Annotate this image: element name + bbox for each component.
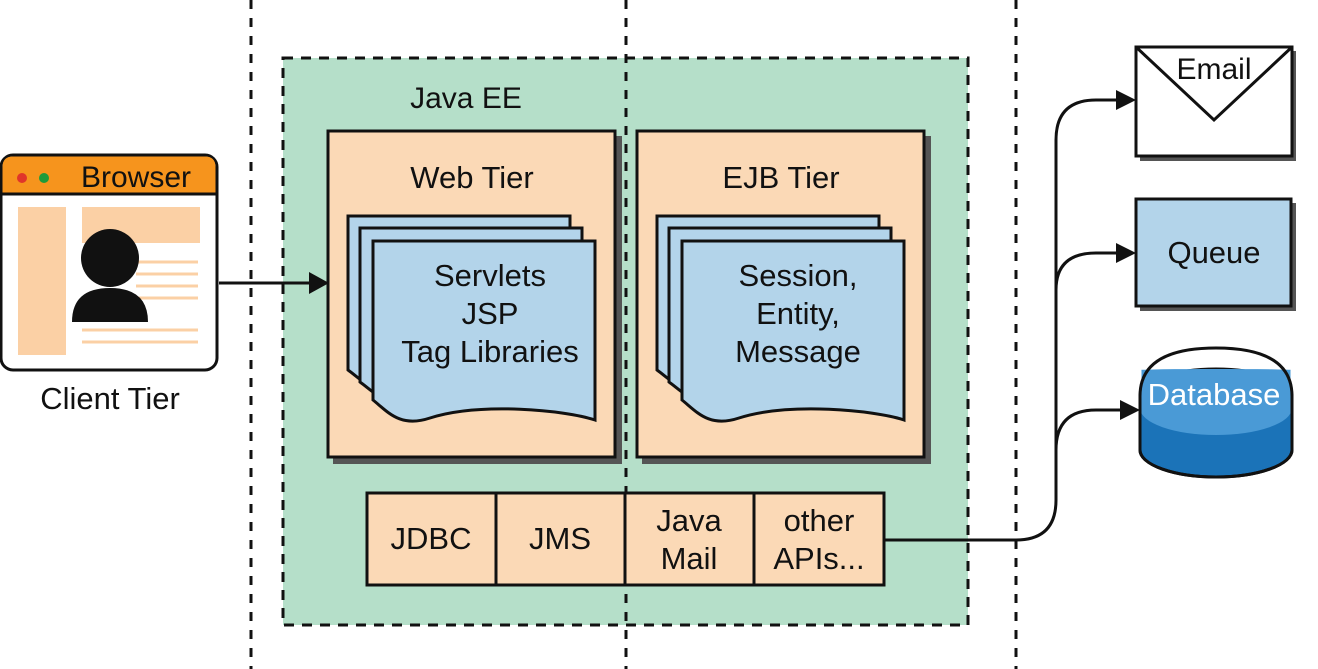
web-tier-documents	[346, 214, 597, 423]
ejb-tier-item: Session,	[739, 258, 858, 293]
web-tier-title: Web Tier	[410, 160, 533, 195]
api-jms: JMS	[529, 521, 591, 556]
ejb-tier-box: EJB Tier Session, Entity, Message	[635, 129, 931, 464]
browser-title: Browser	[81, 161, 191, 194]
browser-window: Browser	[0, 153, 219, 372]
queue-box: Queue	[1134, 197, 1296, 311]
user-avatar-icon	[72, 229, 148, 322]
api-row: JDBC JMS Java Mail other APIs...	[365, 491, 886, 587]
client-to-web-arrowhead	[309, 272, 329, 294]
client-tier-label: Client Tier	[40, 381, 180, 416]
database-cylinder-icon: Database	[1138, 346, 1294, 479]
browser-min-dot	[39, 173, 49, 183]
queue-label: Queue	[1167, 235, 1260, 270]
queue-arrowhead	[1116, 243, 1136, 263]
email-arrowhead	[1116, 90, 1136, 110]
api-to-targets-connector	[884, 98, 1118, 542]
browser-sidebar-block	[18, 207, 66, 355]
queue-connector	[1054, 251, 1118, 291]
api-java-mail: Mail	[661, 541, 718, 576]
javaee-title: Java EE	[410, 82, 522, 115]
web-tier-item: Tag Libraries	[401, 334, 578, 369]
api-other: APIs...	[773, 541, 864, 576]
api-other: other	[784, 503, 855, 538]
api-java-mail: Java	[656, 503, 722, 538]
web-tier-item: Servlets	[434, 258, 546, 293]
api-jdbc: JDBC	[391, 521, 472, 556]
web-tier-box: Web Tier Servlets JSP Tag Libraries	[326, 129, 622, 464]
ejb-tier-title: EJB Tier	[722, 160, 839, 195]
browser-close-dot	[17, 173, 27, 183]
web-tier-item: JSP	[462, 296, 519, 331]
email-label: Email	[1176, 53, 1251, 86]
browser-title-bar	[2, 156, 216, 194]
ejb-tier-documents	[655, 214, 906, 423]
database-arrowhead	[1120, 400, 1140, 420]
email-envelope-icon: Email	[1134, 45, 1296, 161]
ejb-tier-item: Message	[735, 334, 861, 369]
database-connector	[1054, 408, 1122, 451]
database-label: Database	[1148, 377, 1281, 412]
ejb-tier-item: Entity,	[756, 296, 840, 331]
